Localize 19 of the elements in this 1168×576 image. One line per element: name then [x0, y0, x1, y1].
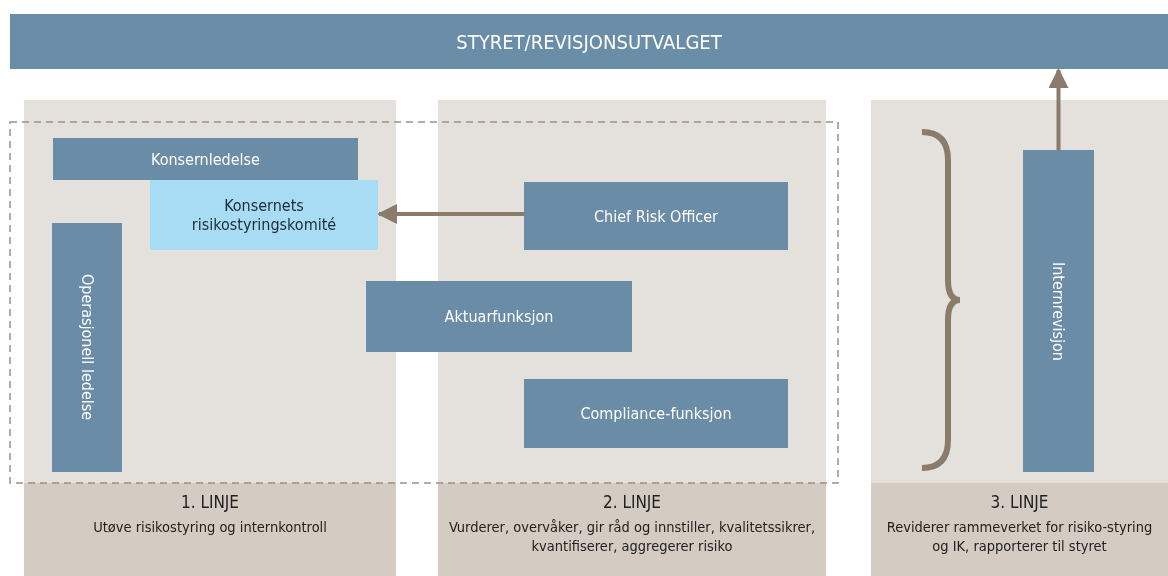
- process-box: Chief Risk Officer: [524, 182, 788, 250]
- process-box: Internrevisjon: [1023, 150, 1094, 472]
- column-description: Reviderer rammeverket for risiko-styring og IK, rapporterer til styret: [885, 518, 1154, 556]
- column-description: Utøve risikostyring og internkontroll: [92, 518, 328, 537]
- process-box: Operasjonell ledelse: [52, 223, 122, 472]
- header-band: STYRET/REVISJONSUTVALGET: [10, 14, 1168, 69]
- column-panel: [24, 100, 396, 576]
- process-box: Compliance-funksjon: [524, 379, 788, 448]
- arrow: [1048, 68, 1069, 150]
- process-box: Konsernledelse: [53, 138, 358, 180]
- arrow: [377, 204, 524, 224]
- column-heading: 3. LINJE: [989, 492, 1050, 512]
- column-description: Vurderer, overvåker, gir råd og innstiller, kvalitetssikrer, kvantifiserer, aggregerer risiko: [447, 518, 817, 556]
- column-panel: [438, 100, 826, 576]
- column-heading: 2. LINJE: [601, 492, 663, 512]
- column-panel: [871, 100, 1168, 576]
- column-heading: 1. LINJE: [179, 492, 241, 512]
- process-box: Konsernets risikostyringskomité: [150, 180, 378, 250]
- process-box: Aktuarfunksjon: [366, 281, 632, 352]
